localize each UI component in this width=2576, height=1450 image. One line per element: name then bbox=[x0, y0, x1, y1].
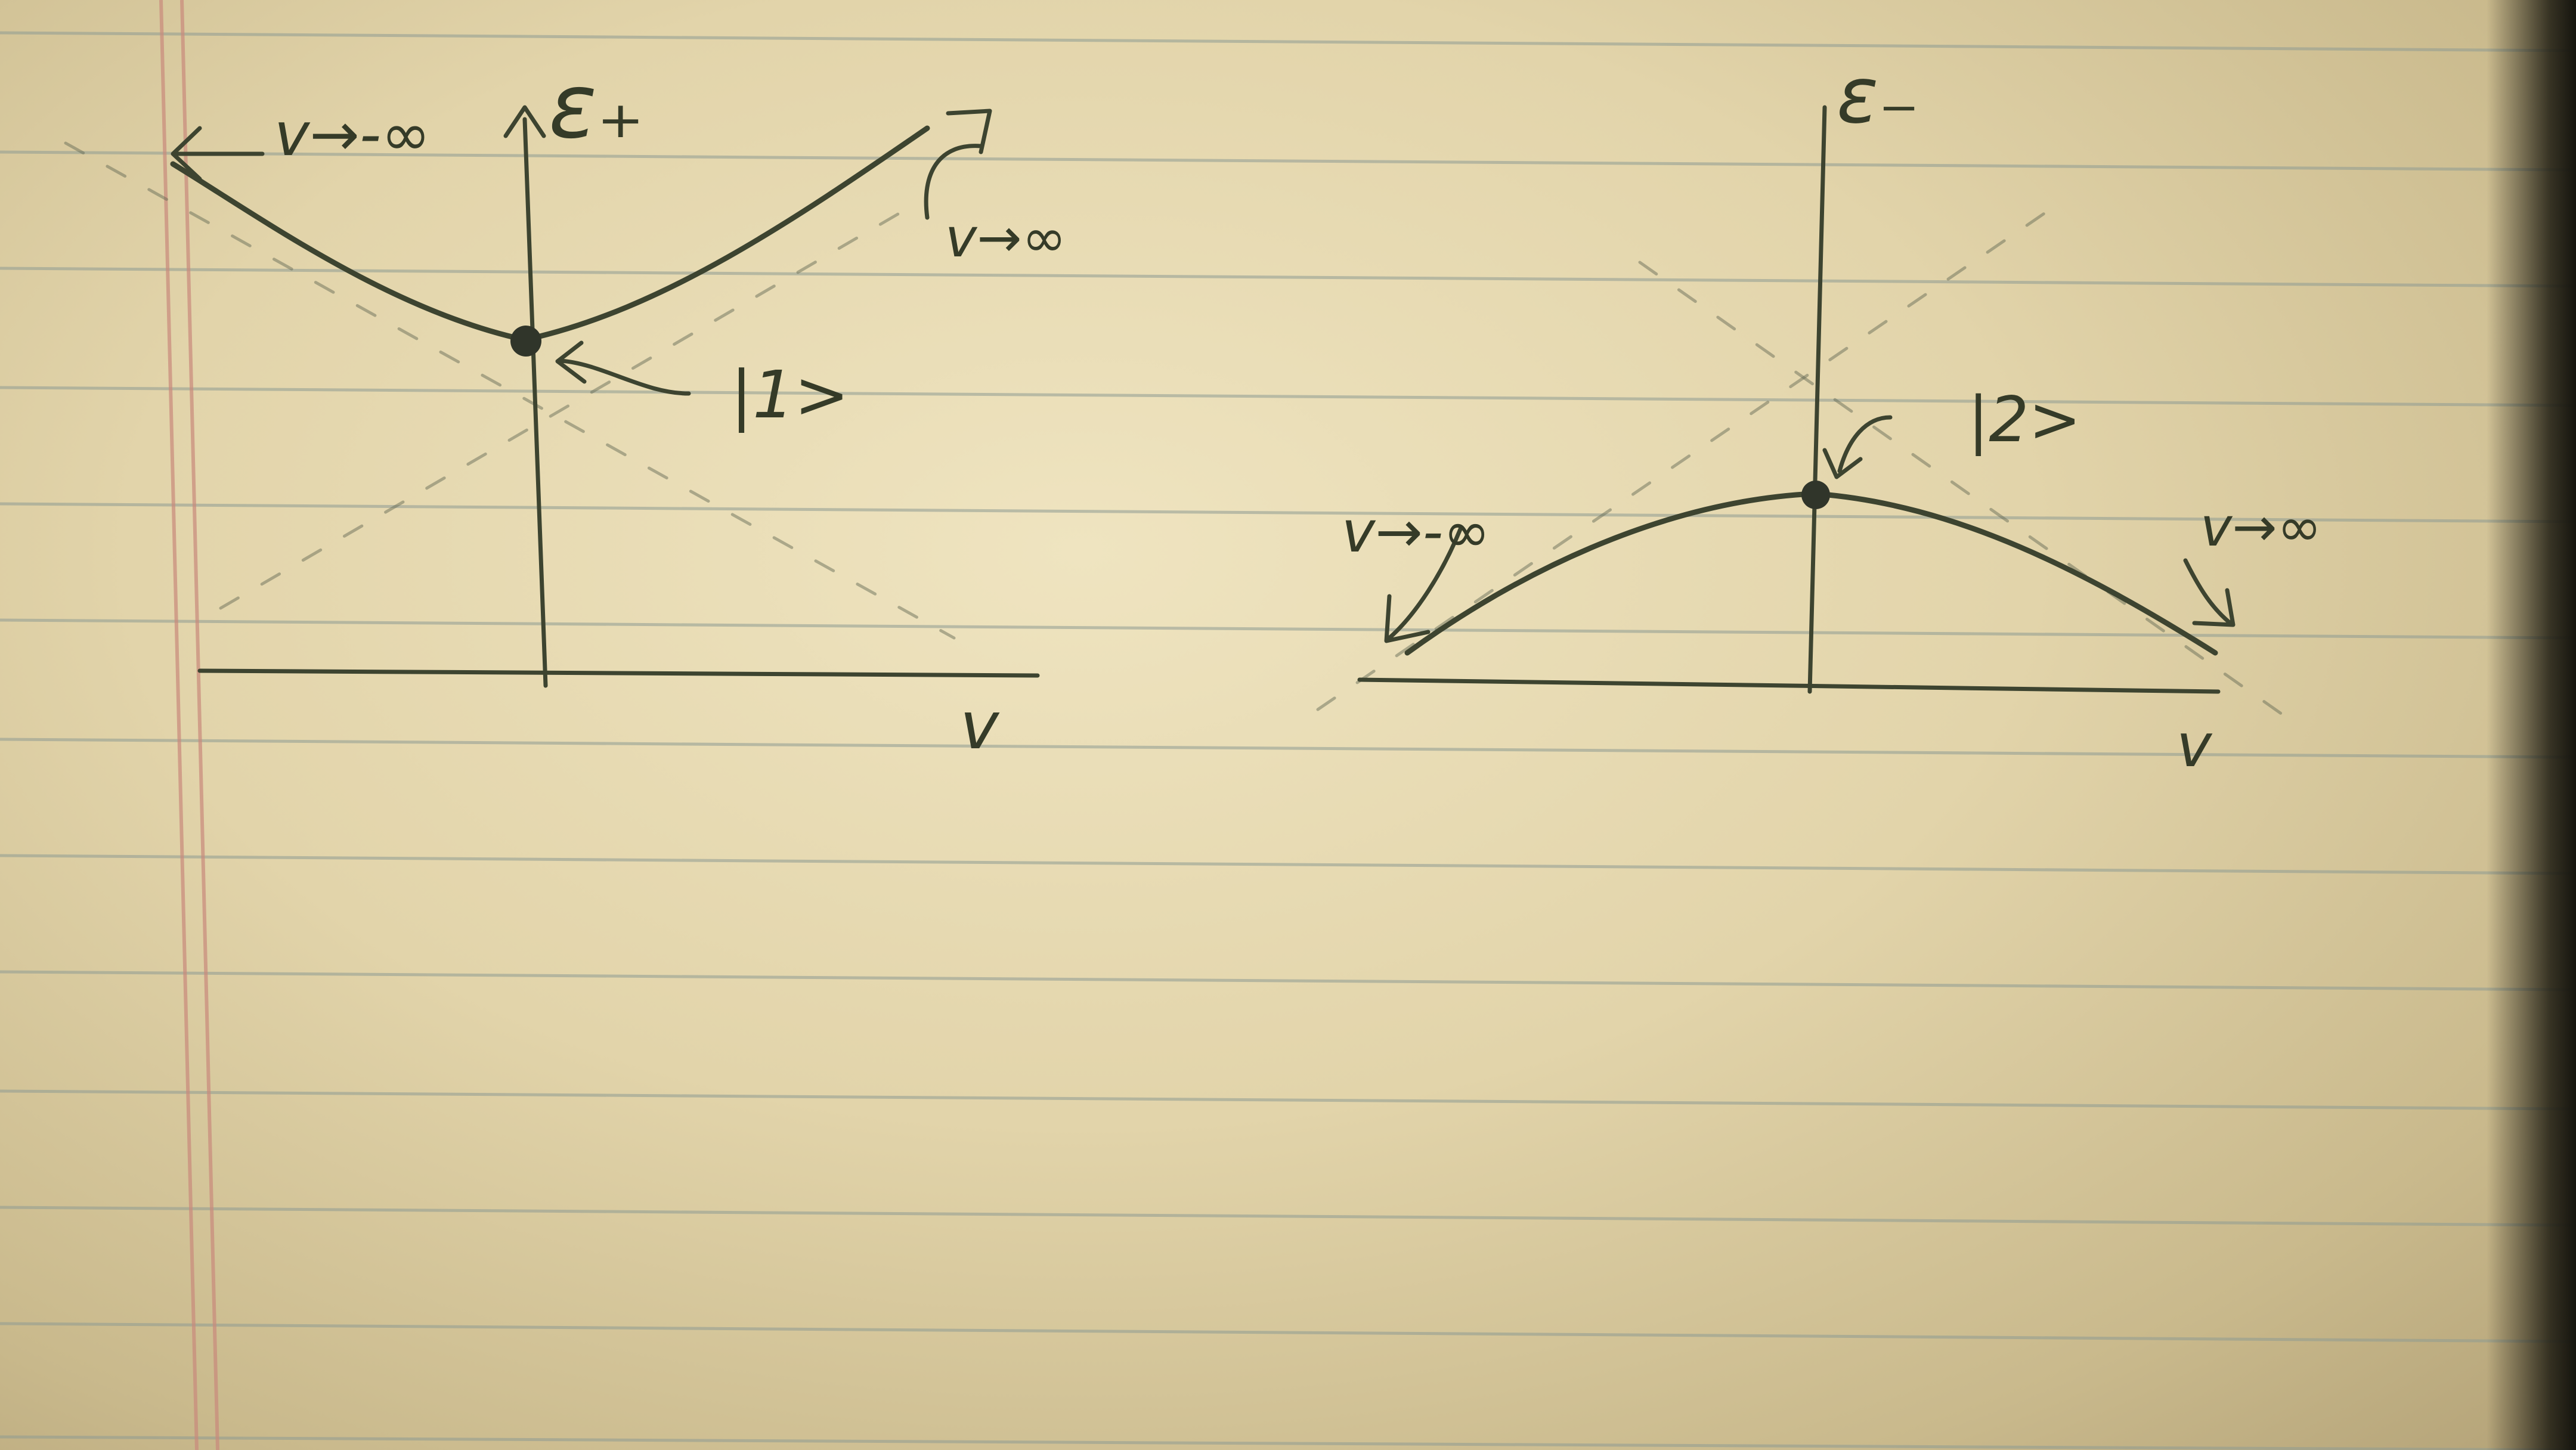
rule-line bbox=[0, 854, 2576, 875]
right-guide-ascending bbox=[1316, 207, 2053, 711]
right-guide-descending bbox=[1638, 261, 2286, 717]
right-asymptote-label-pos: v→∞ bbox=[2200, 496, 2322, 559]
left-asymptote-arrow bbox=[171, 126, 265, 181]
rule-line bbox=[0, 1089, 2576, 1111]
rule-line bbox=[0, 1435, 2576, 1450]
state-2-pointer bbox=[1822, 415, 1893, 479]
left-y-axis-label: ε₊ bbox=[549, 55, 644, 159]
left-asymptote-label-pos: v→∞ bbox=[945, 207, 1067, 269]
state-2-point bbox=[1801, 481, 1830, 509]
left-guide-ascending bbox=[219, 204, 914, 610]
right-asymptote-arrow bbox=[924, 109, 992, 220]
left-asymptote-label-neg: v→-∞ bbox=[274, 100, 431, 169]
rule-line bbox=[0, 150, 2576, 172]
rule-line bbox=[0, 502, 2576, 523]
left-x-axis bbox=[197, 668, 1040, 678]
state-1-label: |1> bbox=[730, 357, 849, 433]
rule-line bbox=[0, 1322, 2576, 1343]
right-right-asymptote-arrow bbox=[2183, 558, 2236, 627]
right-y-axis bbox=[1807, 105, 1827, 694]
left-plot: ε₊ v v→-∞ v→∞ |1> bbox=[64, 55, 1067, 764]
left-y-axis bbox=[522, 117, 548, 688]
left-x-axis-label: v bbox=[960, 687, 1000, 764]
rule-line bbox=[0, 618, 2576, 640]
ruled-lines bbox=[0, 31, 2576, 1450]
rule-line bbox=[0, 738, 2576, 759]
rule-line bbox=[0, 386, 2576, 407]
rule-line bbox=[0, 1206, 2576, 1227]
right-x-axis-label: v bbox=[2176, 711, 2213, 780]
left-y-axis-arrowhead bbox=[503, 105, 546, 138]
margin-line bbox=[180, 0, 219, 1450]
state-1-point bbox=[510, 326, 541, 357]
rule-line bbox=[0, 267, 2576, 288]
page-edge-shadow bbox=[2487, 0, 2576, 1450]
margin-lines bbox=[159, 0, 219, 1450]
right-y-axis-label: ε₋ bbox=[1837, 50, 1919, 141]
right-asymptote-label-neg: v→-∞ bbox=[1342, 500, 1490, 565]
right-x-axis bbox=[1357, 677, 2221, 694]
rule-line bbox=[0, 31, 2576, 52]
state-2-label: |2> bbox=[1968, 383, 2081, 457]
state-1-pointer bbox=[555, 340, 691, 396]
margin-line bbox=[159, 0, 199, 1450]
right-plot: ε₋ v v→-∞ v→∞ |2> bbox=[1316, 50, 2322, 780]
rule-line bbox=[0, 970, 2576, 992]
right-left-asymptote-arrow bbox=[1384, 525, 1463, 643]
